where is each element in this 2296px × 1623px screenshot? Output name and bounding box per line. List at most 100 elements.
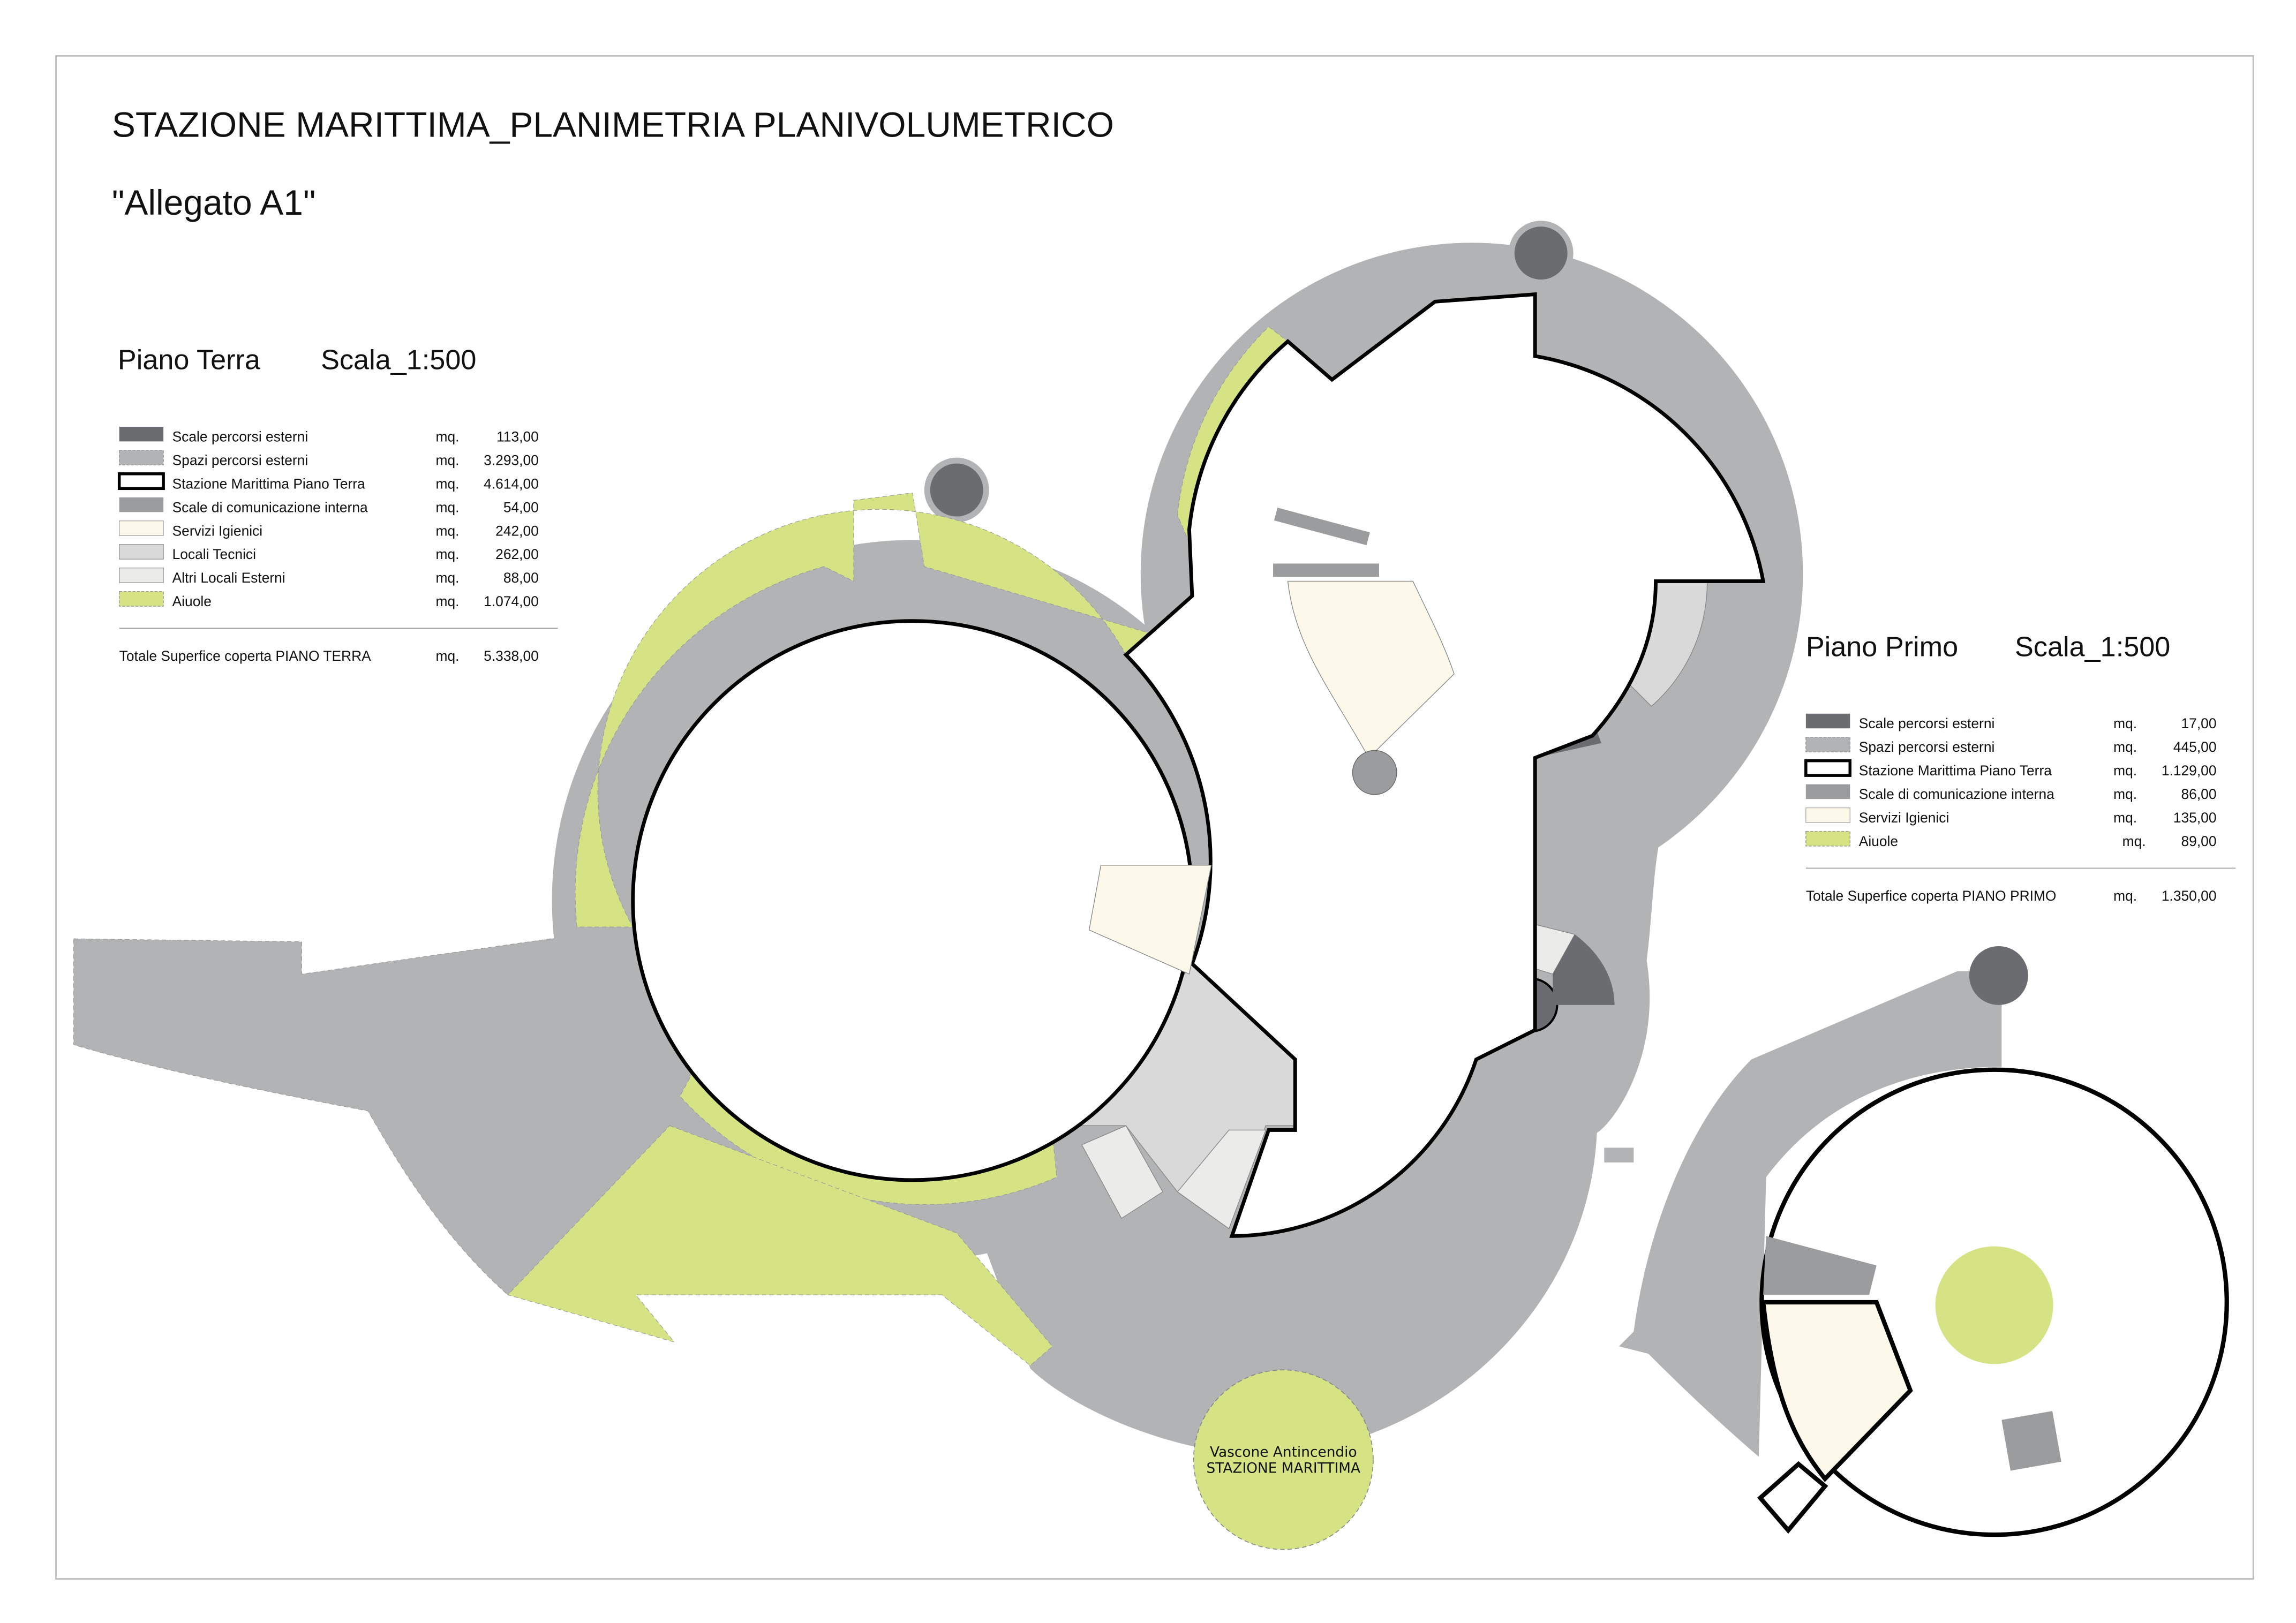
svg-text:Servizi Igienici: Servizi Igienici: [1859, 810, 1949, 826]
svg-text:445,00: 445,00: [2173, 739, 2217, 755]
total-unit: mq.: [2113, 888, 2137, 904]
svg-text:Servizi Igienici: Servizi Igienici: [172, 523, 263, 539]
legend-row: Altri Locali Esterni mq. 88,00: [172, 570, 539, 586]
svg-text:113,00: 113,00: [496, 428, 539, 444]
legend-row: Servizi Igienici mq. 242,00: [172, 523, 539, 539]
legend-row: Scale percorsi esterni mq. 17,00: [1859, 715, 2217, 731]
total-unit: mq.: [435, 648, 459, 664]
piano-primo-scale: Scala_1:500: [2015, 632, 2170, 663]
piano-primo-plan: [1619, 946, 2229, 1537]
svg-text:Scale di comunicazione interna: Scale di comunicazione interna: [1859, 786, 2054, 802]
svg-text:4.614,00: 4.614,00: [484, 475, 539, 492]
swatch-stazione: [117, 472, 165, 490]
sheet-frame: [55, 55, 2254, 1580]
servizi-igienici-north: [1287, 580, 1455, 759]
piano-primo-heading: Piano Primo: [1806, 632, 1958, 663]
swatch-locali-tecnici: [118, 544, 164, 560]
swatch-scale-interne: [119, 497, 164, 512]
swatch-aiuole: [118, 591, 164, 607]
total-value: 5.338,00: [484, 648, 539, 664]
svg-text:Aiuole: Aiuole: [1859, 833, 1898, 849]
svg-text:89,00: 89,00: [2181, 833, 2217, 849]
legend-row: Aiuole mq. 89,00: [1859, 833, 2217, 849]
altri-locali-south-2: [1177, 1129, 1267, 1229]
piano-terra-plan: Vascone Antincendio STAZIONE MARITTIMA: [73, 221, 1803, 1550]
swatch-altri-locali: [118, 568, 164, 583]
piano-terra-heading: Piano Terra: [118, 345, 261, 376]
swatch-servizi: [1805, 807, 1850, 823]
svg-text:Stazione Marittima Piano Terra: Stazione Marittima Piano Terra: [1859, 763, 2052, 779]
svg-text:mq.: mq.: [435, 523, 459, 539]
servizi-igienici-central: [1088, 865, 1212, 975]
scale-esterne-spiral-1: [930, 463, 983, 517]
svg-text:1.129,00: 1.129,00: [2162, 763, 2217, 779]
swatch-scale-percorsi: [1805, 713, 1850, 729]
scale-interne-ramp-1: [1274, 508, 1370, 546]
spazi-percorsi-esterni-left-wing: [73, 926, 692, 1295]
svg-text:Locali Tecnici: Locali Tecnici: [172, 546, 256, 562]
svg-text:Scale di comunicazione interna: Scale di comunicazione interna: [172, 499, 368, 515]
svg-text:3.293,00: 3.293,00: [484, 452, 539, 468]
sheet-subtitle: "Allegato A1": [112, 183, 315, 222]
svg-text:Scale percorsi esterni: Scale percorsi esterni: [172, 428, 308, 444]
aiuole-arrow: [507, 1125, 1053, 1366]
swatch-spazi-percorsi: [118, 450, 164, 466]
legend-row: Scale di comunicazione interna mq. 86,00: [1859, 786, 2217, 802]
swatch-spazi-percorsi: [1805, 737, 1850, 752]
svg-text:86,00: 86,00: [2181, 786, 2217, 802]
svg-text:mq.: mq.: [435, 546, 459, 562]
svg-text:1.074,00: 1.074,00: [484, 593, 539, 609]
stazione-main-hall-fill: [636, 624, 1190, 1177]
aiuole-arc-west: [575, 492, 1149, 927]
scale-esterne-spiral-2: [1514, 227, 1568, 280]
legend-row: Scale percorsi esterni mq. 113,00: [172, 428, 539, 444]
legend-piano-primo: Piano Primo Scala_1:500 Scale percorsi e…: [1804, 632, 2236, 904]
primo-scale-interne: [1763, 1236, 1877, 1295]
legend-row: Aiuole mq. 1.074,00: [172, 593, 539, 609]
scale-esterne-east: [1553, 934, 1615, 1005]
vascone-label-line1: Vascone Antincendio: [1210, 1444, 1357, 1460]
svg-text:242,00: 242,00: [495, 523, 539, 539]
svg-text:mq.: mq.: [2113, 763, 2137, 779]
svg-text:mq.: mq.: [435, 499, 459, 515]
legend-row: Stazione Marittima Piano Terra mq. 1.129,0…: [1859, 763, 2217, 779]
sheet-title: STAZIONE MARITTIMA_PLANIMETRIA PLANIVOLU…: [112, 105, 1114, 145]
svg-text:54,00: 54,00: [503, 499, 539, 515]
piano-terra-scale: Scala_1:500: [321, 345, 476, 376]
svg-text:Spazi percorsi esterni: Spazi percorsi esterni: [1859, 739, 1995, 755]
svg-text:mq.: mq.: [2113, 739, 2137, 755]
primo-spazi-esterni: [1619, 971, 2002, 1457]
swatch-aiuole: [1805, 831, 1850, 847]
total-label: Totale Superfice coperta PIANO TERRA: [119, 648, 371, 664]
svg-text:Aiuole: Aiuole: [172, 593, 212, 609]
legend-row: Servizi Igienici mq. 135,00: [1859, 810, 2217, 826]
svg-text:17,00: 17,00: [2181, 715, 2217, 731]
svg-text:Altri Locali Esterni: Altri Locali Esterni: [172, 570, 285, 586]
svg-text:Scale percorsi esterni: Scale percorsi esterni: [1859, 715, 1995, 731]
primo-scale-esterne-spiral: [1969, 946, 2028, 1005]
primo-servizi-igienici: [1760, 1300, 1913, 1482]
scale-interne-ramp-2: [1273, 563, 1379, 577]
total-label: Totale Superfice coperta PIANO PRIMO: [1806, 888, 2057, 904]
legend-piano-terra: Piano Terra Scala_1:500 Scale percorsi e…: [118, 345, 558, 664]
svg-text:mq.: mq.: [435, 570, 459, 586]
svg-text:88,00: 88,00: [503, 570, 539, 586]
svg-text:135,00: 135,00: [2173, 810, 2217, 826]
primo-aiuola: [1935, 1246, 2053, 1364]
svg-text:mq.: mq.: [2122, 833, 2146, 849]
stazione-north-hall: [1123, 292, 1766, 1238]
svg-text:mq.: mq.: [435, 593, 459, 609]
swatch-scale-percorsi: [119, 426, 164, 442]
svg-text:mq.: mq.: [2113, 810, 2137, 826]
svg-text:mq.: mq.: [435, 428, 459, 444]
vascone-label-line2: STAZIONE MARITTIMA: [1207, 1461, 1360, 1477]
svg-text:mq.: mq.: [2113, 786, 2137, 802]
swatch-servizi: [118, 520, 164, 536]
legend-row: Scale di comunicazione interna mq. 54,00: [172, 499, 539, 515]
svg-text:mq.: mq.: [435, 475, 459, 492]
svg-text:mq.: mq.: [2113, 715, 2137, 731]
swatch-scale-interne: [1805, 784, 1850, 799]
